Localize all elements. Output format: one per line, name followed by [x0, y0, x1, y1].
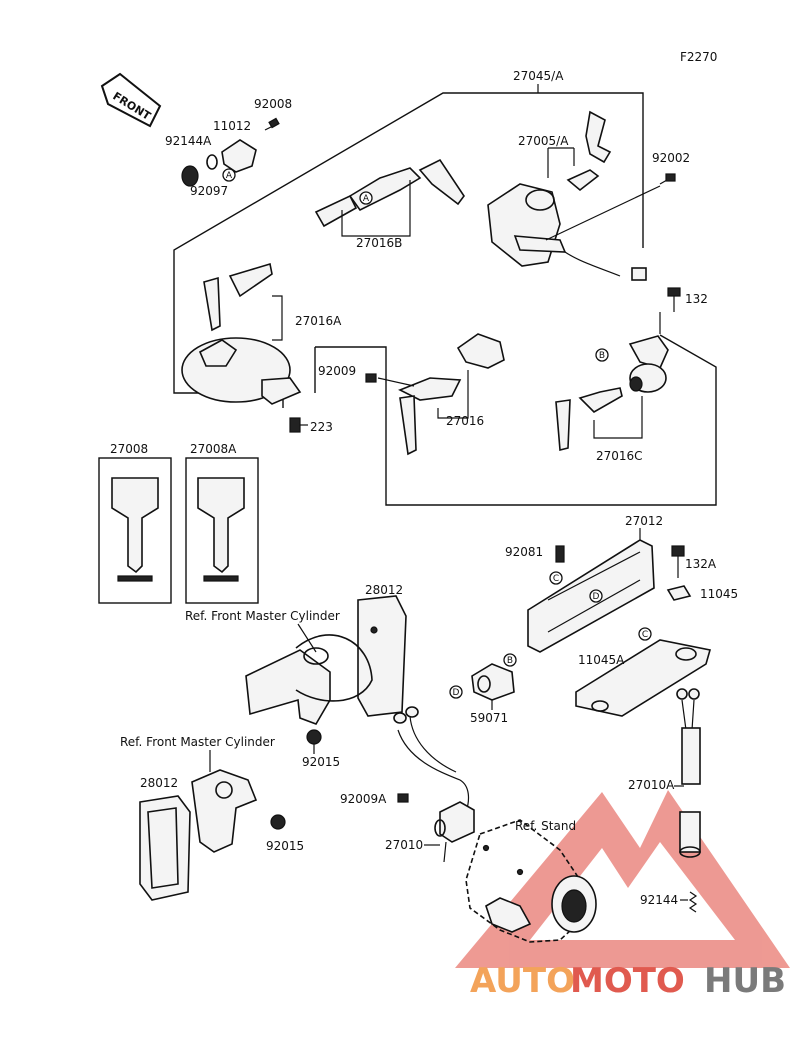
callout-B2-text: B: [507, 656, 513, 666]
callout-D1-text: D: [593, 592, 600, 602]
label-27008A: 27008A: [190, 442, 237, 456]
part-92144-spring: [688, 891, 698, 913]
part-132A-bolt: [671, 545, 685, 578]
label-27016: 27016: [446, 414, 484, 428]
watermark-automotohub: AUTO MOTO HUB: [470, 961, 786, 1001]
front-arrow-icon: FRONT: [100, 72, 162, 128]
part-92009-screw: [365, 373, 377, 383]
label-27016B: 27016B: [356, 236, 402, 250]
part-27005A-ignition-switch: [487, 110, 647, 281]
part-92015-nut-bottom: [270, 814, 286, 830]
part-stand-reference: [465, 819, 597, 943]
part-27010-stand-switch: [393, 706, 475, 863]
part-27008-key-blank: [98, 457, 172, 604]
label-11045A: 11045A: [578, 653, 625, 667]
ref-master-cylinder-top: Ref. Front Master Cylinder: [185, 609, 340, 623]
callout-C2-text: C: [642, 630, 648, 640]
label-59071: 59071: [470, 711, 508, 725]
part-27016-helmet-lock: [398, 333, 505, 456]
label-27016C: 27016C: [596, 449, 643, 463]
label-92002: 92002: [652, 151, 690, 165]
callout-A2-text: A: [363, 194, 370, 204]
part-28012-reflector-top: [357, 595, 407, 717]
callout-C1-text: C: [553, 574, 559, 584]
label-92081: 92081: [505, 545, 543, 559]
label-92015-top: 92015: [302, 755, 340, 769]
label-92009A: 92009A: [340, 792, 387, 806]
label-27008: 27008: [110, 442, 148, 456]
watermark-auto: AUTO: [470, 961, 575, 1001]
part-27008A-key-blank: [185, 457, 259, 604]
callout-B1-text: B: [599, 351, 605, 361]
callout-D1: [589, 589, 603, 603]
label-223: 223: [310, 420, 333, 434]
label-28012-top: 28012: [365, 583, 403, 597]
frame-27045-right: [538, 92, 644, 248]
part-92015-nut-top: [306, 729, 322, 745]
callout-B1: [595, 348, 609, 362]
figure-code: F2270: [680, 50, 717, 64]
part-28012-reflector-bottom: [139, 795, 191, 901]
label-11012: 11012: [213, 119, 251, 133]
callout-D2-text: D: [453, 688, 460, 698]
label-27016A: 27016A: [295, 314, 342, 328]
part-11045A-plate: [575, 639, 712, 717]
part-master-cylinder-bracket-top: [245, 634, 373, 725]
callout-C2: [638, 627, 652, 641]
label-92144A: 92144A: [165, 134, 212, 148]
part-master-cylinder-bracket-bottom: [191, 769, 258, 853]
part-59071-switch: [471, 663, 515, 701]
label-27005A: 27005/A: [518, 134, 569, 148]
part-11045-clip: [666, 585, 692, 601]
part-27016A-fuel-cap: [181, 262, 302, 405]
label-92009: 92009: [318, 364, 356, 378]
part-27010A-switch: [676, 688, 701, 858]
label-11045: 11045: [700, 587, 738, 601]
watermark-moto: MOTO: [570, 961, 685, 1001]
callout-A2: [359, 191, 373, 205]
label-132: 132: [685, 292, 708, 306]
label-27012: 27012: [625, 514, 663, 528]
callout-D2: [449, 685, 463, 699]
part-92144A-spring: [181, 154, 218, 187]
ref-stand: Ref. Stand: [515, 819, 576, 833]
part-27016B-seat-lock: [314, 158, 465, 228]
label-27045A: 27045/A: [513, 69, 564, 83]
part-92009A-screw: [397, 793, 409, 803]
label-27010A: 27010A: [628, 778, 675, 792]
callout-B2: [503, 653, 517, 667]
watermark-triangle: [455, 790, 790, 968]
callout-C1: [549, 571, 563, 585]
label-92008: 92008: [254, 97, 292, 111]
part-92081-spring: [555, 545, 565, 563]
part-223-bolt: [289, 417, 301, 433]
part-132-bolt: [667, 287, 681, 312]
label-92144: 92144: [640, 893, 678, 907]
ref-master-cylinder-bottom: Ref. Front Master Cylinder: [120, 735, 275, 749]
label-92015-bottom: 92015: [266, 839, 304, 853]
part-92002-screw: [659, 173, 676, 185]
label-132A: 132A: [685, 557, 717, 571]
frame-lower: [315, 334, 717, 506]
callout-A1: [222, 168, 236, 182]
callout-A1-text: A: [226, 171, 233, 181]
part-27016C-lock: [555, 335, 669, 452]
part-11012-cap: [221, 117, 280, 173]
label-27010: 27010: [385, 838, 423, 852]
watermark-hub: HUB: [704, 961, 786, 1001]
label-92097: 92097: [190, 184, 228, 198]
label-28012-bottom: 28012: [140, 776, 178, 790]
